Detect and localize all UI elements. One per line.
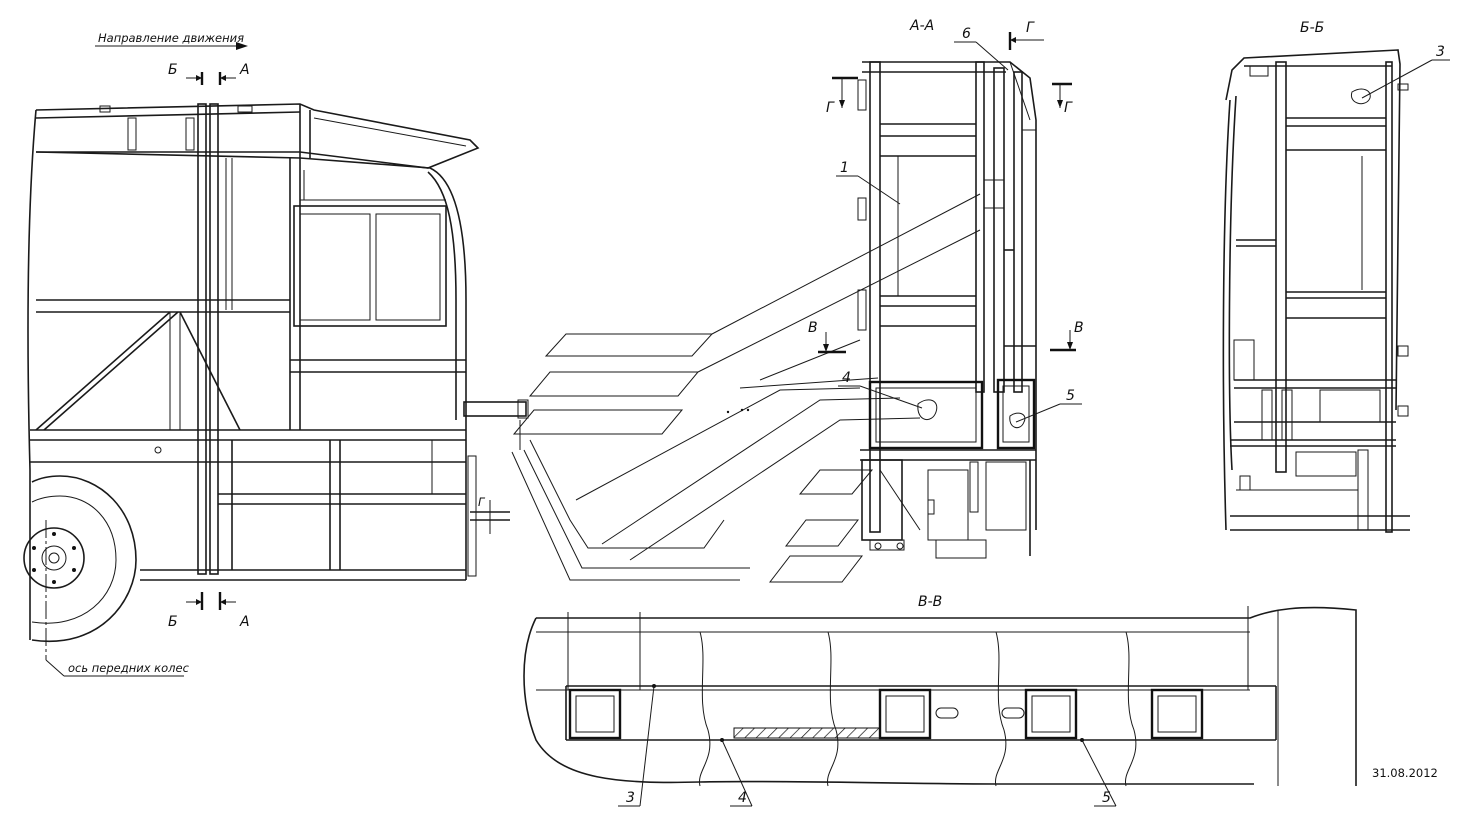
section-g-side: Г xyxy=(478,495,486,509)
aa-g-top: Г xyxy=(1026,20,1035,36)
callout-3-bb: 3 xyxy=(1436,44,1445,60)
callout-4-vv: 4 xyxy=(738,790,747,806)
front-wheel xyxy=(23,470,137,643)
flow-arrows xyxy=(511,193,981,583)
view-aa-title: А-А xyxy=(909,18,934,34)
section-marks-top: Б А xyxy=(168,62,250,85)
aa-v-right: В xyxy=(1074,320,1084,336)
aa-g-left: Г xyxy=(826,100,835,116)
section-bb: Б-Б 3 xyxy=(1222,20,1450,533)
section-a-bottom: А xyxy=(239,614,250,630)
section-a-top: А xyxy=(239,62,250,78)
direction-label: Направление движения xyxy=(98,31,244,45)
callout-6: 6 xyxy=(962,26,971,42)
callout-1: 1 xyxy=(840,160,849,176)
view-bb-title: Б-Б xyxy=(1300,20,1324,36)
callout-5-vv: 5 xyxy=(1102,790,1111,806)
view-vv-title: В-В xyxy=(918,594,942,610)
axle-label: ось передних колес xyxy=(68,661,190,675)
direction-arrow: Направление движения xyxy=(95,31,248,50)
drawing-date: 31.08.2012 xyxy=(1372,766,1438,780)
aa-g-right: Г xyxy=(1064,100,1073,116)
aa-v-left: В xyxy=(808,320,818,336)
section-marks-bottom: Б А xyxy=(168,592,250,630)
callout-5-aa: 5 xyxy=(1066,388,1075,404)
section-aa: А-А Г Г Г xyxy=(808,18,1084,559)
side-view: Направление движения Б А xyxy=(23,31,529,677)
callout-3-vv: 3 xyxy=(626,790,635,806)
callout-4-aa: 4 xyxy=(842,370,851,386)
section-b-top: Б xyxy=(168,62,178,78)
section-vv: В-В 3 xyxy=(523,594,1357,807)
section-b-bottom: Б xyxy=(168,614,178,630)
